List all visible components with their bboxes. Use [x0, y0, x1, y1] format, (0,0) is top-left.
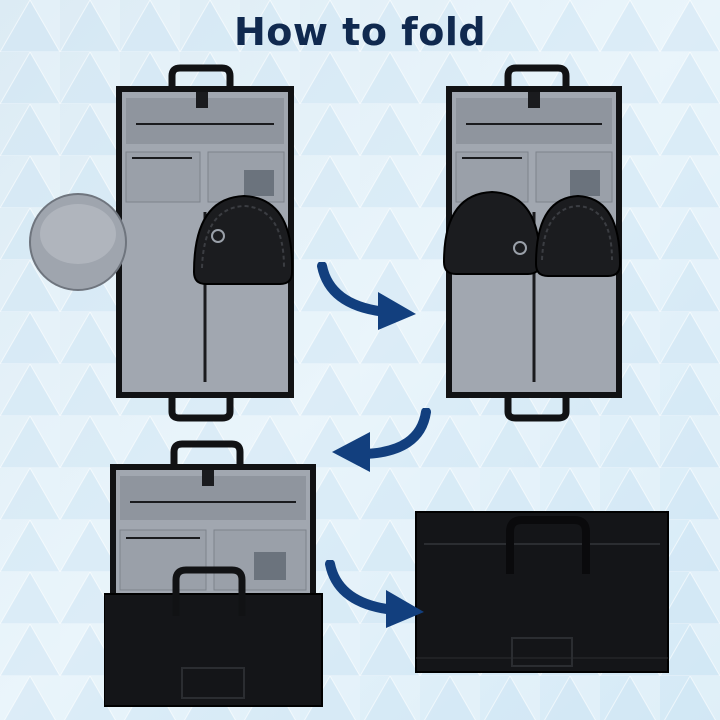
- step-2-pouches-folded-inside: [442, 64, 622, 422]
- arrow-step2-to-step3: [332, 408, 431, 472]
- step-1-open-bag-with-pouch-extended: [29, 64, 294, 422]
- page-title: How to fold: [233, 10, 487, 54]
- step-3-fold-bottom-half-up: [104, 440, 323, 707]
- arrow-step3-to-step4: [325, 560, 424, 628]
- step-4-folded-duffel: [415, 511, 669, 673]
- arrow-step1-to-step2: [317, 262, 416, 330]
